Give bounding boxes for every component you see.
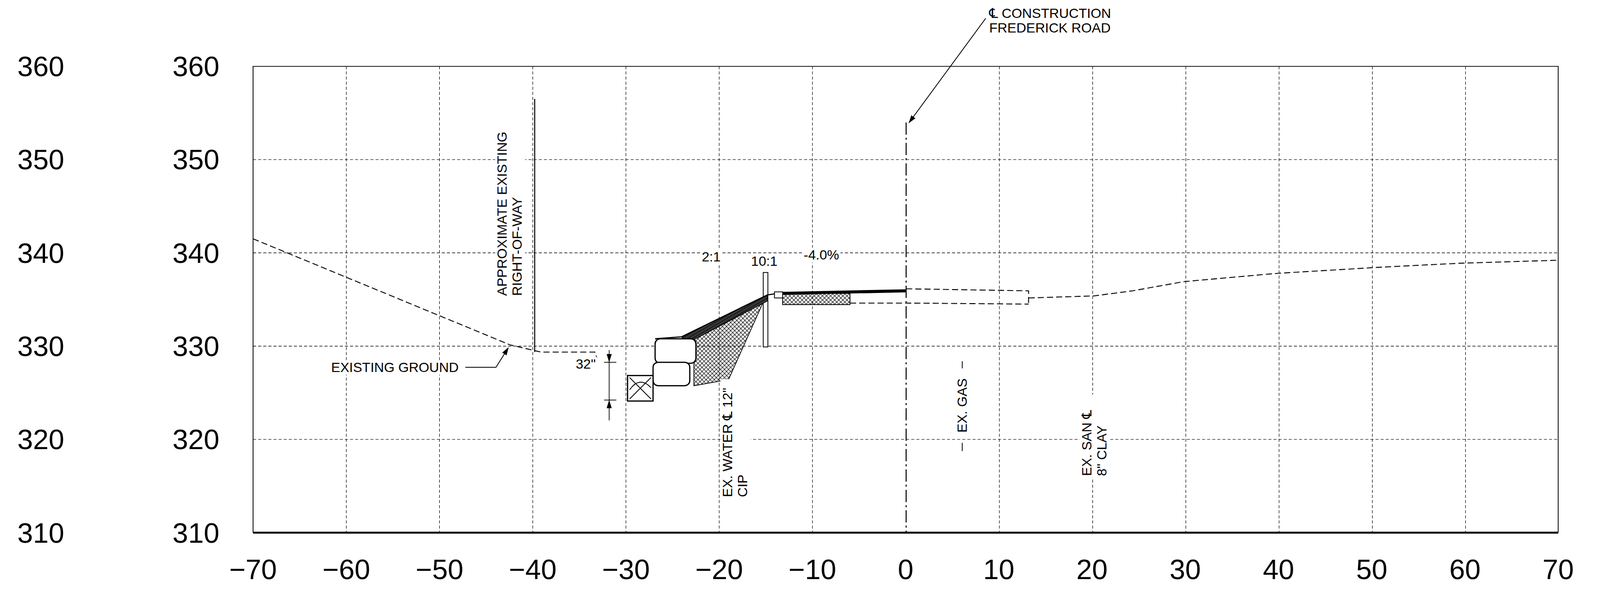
dimension-label: 32" — [574, 356, 597, 372]
offset-number: 10 — [981, 553, 1017, 585]
elevation-number: 360 — [16, 50, 66, 82]
right-of-way-line — [534, 98, 536, 352]
centerline-label: ℄ CONSTRUCTION FREDERICK ROAD — [987, 6, 1146, 37]
cross-slope-label: -4.0% — [802, 247, 841, 263]
grid — [253, 66, 1559, 533]
elevation-number: 340 — [171, 237, 222, 269]
boulder — [653, 362, 690, 386]
centerline-leader — [909, 18, 986, 123]
boulder — [627, 375, 654, 401]
curb-wall — [763, 272, 768, 348]
base-course — [782, 293, 850, 305]
offset-number: −70 — [227, 553, 279, 585]
boulder-mark — [629, 377, 652, 399]
offset-number: 30 — [1168, 553, 1203, 585]
offset-number: −30 — [600, 553, 652, 585]
elevation-number: 320 — [16, 423, 66, 455]
dimension-line — [604, 350, 617, 421]
offset-number: −50 — [414, 553, 465, 585]
offset-number: −20 — [693, 553, 745, 585]
existing-ground-left — [253, 238, 597, 358]
offset-number: −40 — [507, 553, 559, 585]
slope-label: 10:1 — [749, 253, 780, 269]
plot-border — [253, 66, 1559, 533]
offset-number: 60 — [1447, 553, 1483, 585]
proposed-pavement — [782, 290, 907, 294]
centerline — [905, 122, 907, 533]
existing-ground-right — [1028, 259, 1558, 298]
elevation-number: 330 — [16, 330, 66, 362]
elevation-number: 310 — [171, 517, 222, 549]
elevation-number: 350 — [16, 144, 66, 176]
elevation-number: 340 — [16, 237, 66, 269]
rock-fill — [685, 302, 764, 386]
slope-band — [681, 294, 768, 344]
ground-label: EXISTING GROUND — [329, 359, 461, 375]
ground-leader — [465, 347, 509, 368]
slope-label: 2:1 — [700, 249, 722, 265]
utility-label: EX. WATER ℄ 12" CIP — [720, 379, 752, 499]
offset-number: 70 — [1540, 553, 1576, 585]
offset-number: 40 — [1261, 553, 1296, 585]
utility-label: EX. GAS — [954, 376, 970, 434]
slope-line — [655, 293, 775, 339]
offset-number: −10 — [786, 553, 838, 585]
right-of-way-label: APPROXIMATE EXISTING RIGHT-OF-WAY — [495, 90, 526, 298]
curb — [774, 291, 783, 299]
offset-number: 50 — [1354, 553, 1390, 585]
offset-number: 0 — [896, 553, 915, 585]
utility-label: EX. SAN ℄ 8" CLAY — [1079, 394, 1110, 478]
elevation-number: 330 — [171, 330, 222, 362]
elevation-number: 350 — [171, 144, 222, 176]
offset-number: 20 — [1074, 553, 1110, 585]
elevation-number: 360 — [171, 50, 222, 82]
elevation-number: 320 — [171, 423, 222, 455]
boulder — [655, 338, 696, 364]
offset-number: −60 — [320, 553, 372, 585]
dimension-arrows — [606, 353, 612, 409]
elevation-number: 310 — [16, 517, 66, 549]
